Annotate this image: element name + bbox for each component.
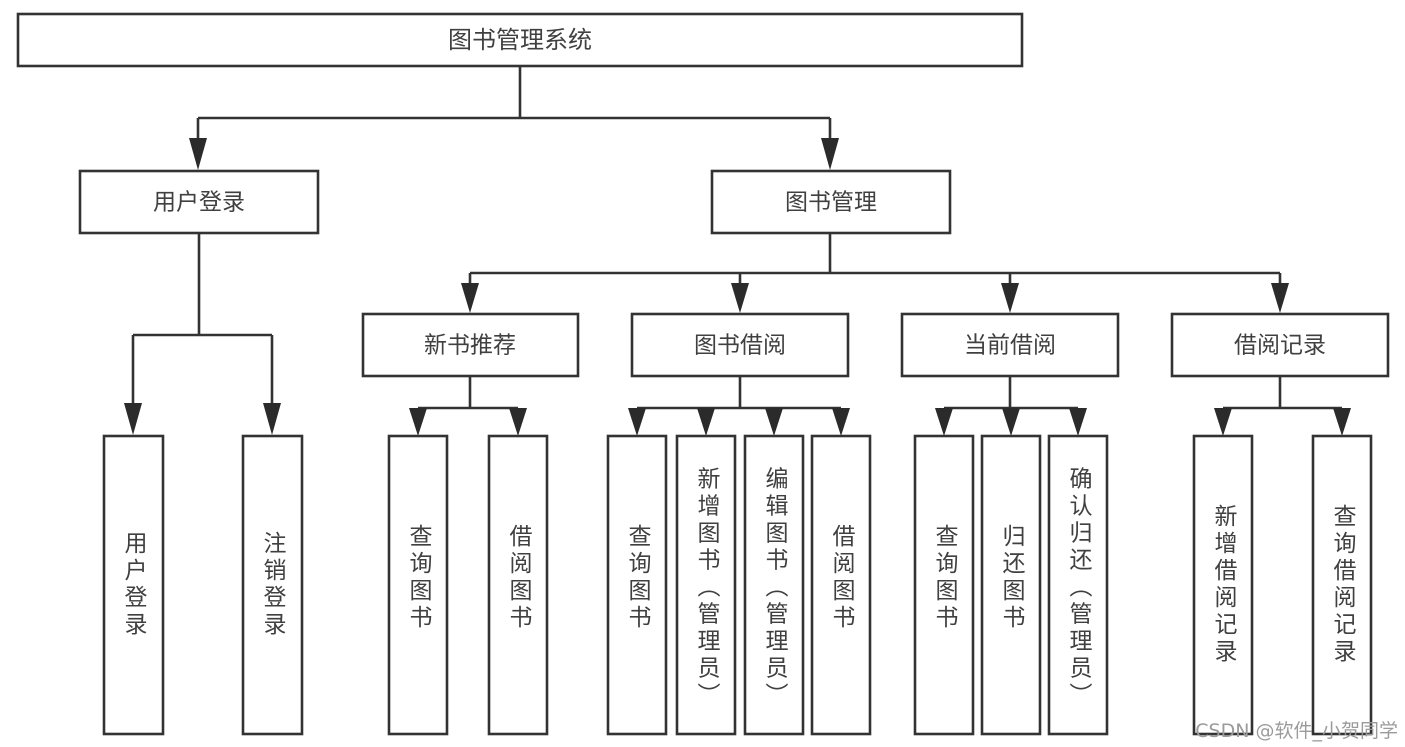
node-root-system[interactable]: 图书管理系统 — [16, 12, 1024, 68]
leaf-node-nbr-borrow-book-label: 借阅图书 — [505, 524, 533, 632]
node-root-system-box[interactable] — [16, 12, 1024, 68]
leaf-node-nbr-borrow-book-box[interactable] — [487, 434, 549, 736]
arrow-head-br-leaf-2 — [1333, 408, 1351, 436]
leaf-node-cb-query-book-box[interactable] — [913, 434, 975, 736]
leaf-node-logout[interactable]: 注销登录 — [241, 434, 304, 736]
leaf-node-br-query-record[interactable]: 查询借阅记录 — [1311, 434, 1373, 736]
node-user-login-label: 用户登录 — [153, 190, 245, 216]
node-current-borrow-label: 当前借阅 — [964, 333, 1056, 359]
arrow-head-cb-leaf-3 — [1069, 408, 1087, 436]
leaf-node-bb-query-book-box[interactable] — [606, 434, 668, 736]
arrow-head-nbr-leaf-1 — [409, 408, 427, 436]
leaf-node-logout-label: 注销登录 — [259, 531, 287, 639]
leaf-node-bb-borrow-book-box[interactable] — [810, 434, 872, 736]
node-new-book-recommend-box[interactable] — [361, 312, 580, 378]
leaf-node-bb-query-book[interactable]: 查询图书 — [606, 434, 668, 736]
arrow-head-user-login — [189, 138, 207, 170]
node-book-borrow[interactable]: 图书借阅 — [630, 312, 850, 378]
arrow-head-cb-leaf-1 — [935, 408, 953, 436]
leaf-node-bb-add-book-box[interactable] — [675, 434, 737, 736]
arrow-head-borrow-record — [1271, 283, 1289, 313]
arrow-head-nbr-leaf-2 — [509, 408, 527, 436]
arrow-head-current-borrow — [1001, 283, 1019, 313]
node-book-borrow-label: 图书借阅 — [694, 333, 786, 359]
leaf-node-logout-box[interactable] — [241, 434, 304, 736]
watermark-label: CSDN @软件_小贺同学 — [1195, 720, 1398, 742]
leaf-node-bb-borrow-book[interactable]: 借阅图书 — [810, 434, 872, 736]
connector-new-book-recommend-to-leaves — [409, 376, 527, 436]
leaf-node-nbr-query-book-box[interactable] — [387, 434, 449, 736]
leaf-node-cb-return-book-box[interactable] — [980, 434, 1042, 736]
connector-book-manage-to-level3 — [461, 233, 1289, 313]
node-user-login-box[interactable] — [78, 169, 320, 235]
node-user-login[interactable]: 用户登录 — [78, 169, 320, 235]
leaf-node-user-login-box[interactable] — [102, 434, 165, 736]
node-new-book-recommend-label: 新书推荐 — [424, 333, 516, 359]
leaf-node-bb-edit-book[interactable]: 编辑图书（管理员） — [743, 434, 805, 736]
node-book-manage-box[interactable] — [710, 169, 952, 235]
connector-borrow-record-to-leaves — [1214, 377, 1351, 436]
leaf-node-cb-confirm-return-label: 确认归还（管理员） — [1065, 467, 1093, 710]
arrow-head-bb-leaf-4 — [832, 408, 850, 436]
arrow-head-new-book-recommend — [461, 283, 479, 313]
leaf-node-cb-return-book[interactable]: 归还图书 — [980, 434, 1042, 736]
arrow-head-bb-leaf-3 — [765, 408, 783, 436]
node-new-book-recommend[interactable]: 新书推荐 — [361, 312, 580, 378]
arrow-head-bb-leaf-2 — [697, 408, 715, 436]
leaf-node-bb-edit-book-box[interactable] — [743, 434, 805, 736]
node-borrow-record-box[interactable] — [1170, 312, 1390, 378]
leaf-node-br-query-record-label: 查询借阅记录 — [1329, 504, 1357, 666]
arrow-head-book-manage — [821, 138, 839, 170]
leaf-node-cb-query-book-label: 查询图书 — [931, 524, 959, 632]
leaf-node-nbr-query-book[interactable]: 查询图书 — [387, 434, 449, 736]
connector-root-to-level2 — [189, 66, 839, 170]
arrow-head-book-borrow — [731, 283, 749, 313]
leaf-node-nbr-borrow-book[interactable]: 借阅图书 — [487, 434, 549, 736]
leaf-node-br-add-record[interactable]: 新增借阅记录 — [1192, 434, 1254, 736]
node-current-borrow-box[interactable] — [900, 312, 1120, 378]
leaf-node-bb-borrow-book-label: 借阅图书 — [828, 524, 856, 632]
leaf-node-user-login-label: 用户登录 — [120, 531, 148, 639]
node-book-manage-label: 图书管理 — [785, 190, 877, 216]
leaf-node-nbr-query-book-label: 查询图书 — [405, 524, 433, 632]
leaf-node-user-login[interactable]: 用户登录 — [102, 434, 165, 736]
leaf-node-cb-return-book-label: 归还图书 — [998, 524, 1026, 632]
leaf-node-br-add-record-label: 新增借阅记录 — [1210, 504, 1238, 666]
connector-book-borrow-to-leaves — [628, 377, 850, 436]
leaf-node-br-query-record-box[interactable] — [1311, 434, 1373, 736]
leaf-node-br-add-record-box[interactable] — [1192, 434, 1254, 736]
connector-current-borrow-to-leaves — [935, 377, 1087, 436]
arrow-head-bb-leaf-1 — [628, 408, 646, 436]
arrow-head-leaf-user-login — [124, 403, 142, 435]
leaf-node-cb-query-book[interactable]: 查询图书 — [913, 434, 975, 736]
leaf-node-bb-query-book-label: 查询图书 — [624, 524, 652, 632]
node-current-borrow[interactable]: 当前借阅 — [900, 312, 1120, 378]
arrow-head-br-leaf-1 — [1214, 408, 1232, 436]
leaf-node-bb-edit-book-label: 编辑图书（管理员） — [761, 467, 789, 710]
leaf-node-cb-confirm-return[interactable]: 确认归还（管理员） — [1047, 434, 1109, 736]
leaf-node-bb-add-book[interactable]: 新增图书（管理员） — [675, 434, 737, 736]
node-borrow-record-label: 借阅记录 — [1234, 333, 1326, 359]
leaf-node-cb-confirm-return-box[interactable] — [1047, 434, 1109, 736]
node-root-system-label: 图书管理系统 — [448, 26, 592, 54]
connector-user-login-to-leaves — [124, 233, 281, 435]
node-borrow-record[interactable]: 借阅记录 — [1170, 312, 1390, 378]
arrow-head-leaf-logout — [263, 403, 281, 435]
leaf-node-bb-add-book-label: 新增图书（管理员） — [693, 467, 721, 710]
node-book-manage[interactable]: 图书管理 — [710, 169, 952, 235]
node-book-borrow-box[interactable] — [630, 312, 850, 378]
arrow-head-cb-leaf-2 — [1002, 408, 1020, 436]
